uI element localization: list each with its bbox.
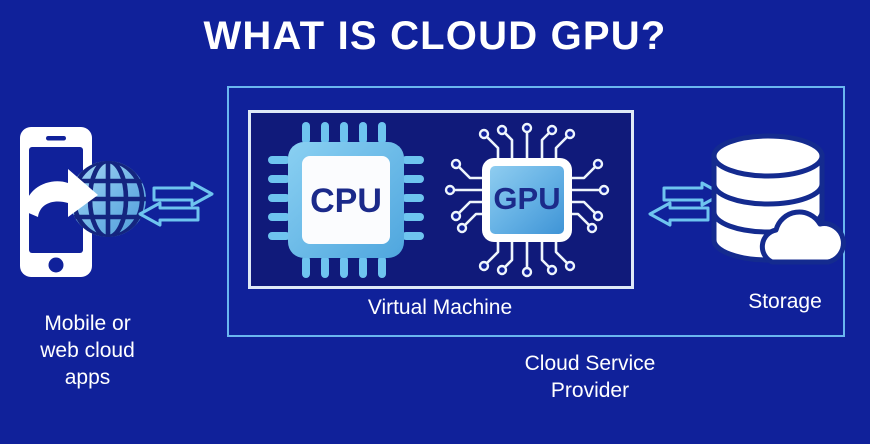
gpu-label: GPU (493, 181, 560, 216)
cloud-icon (759, 209, 846, 265)
bidirectional-arrow-icon (138, 181, 214, 227)
storage-icon-group (706, 130, 846, 280)
cloud-service-provider-label: Cloud Service Provider (524, 352, 656, 402)
cpu-label: CPU (310, 182, 382, 220)
curved-arrow-icon (24, 169, 98, 217)
page-title: WHAT IS CLOUD GPU? (203, 14, 667, 58)
virtual-machine-label: Virtual Machine (367, 296, 513, 319)
storage-label: Storage (748, 290, 822, 313)
gpu-chip-icon: GPU (444, 122, 610, 278)
arrow-client-to-provider (138, 181, 214, 228)
smartphone-icon (20, 127, 92, 277)
client-label: Mobile or web cloud apps (40, 312, 135, 389)
cpu-chip: CPU (268, 122, 424, 278)
gpu-chip: GPU (436, 118, 618, 282)
client-device-group (16, 125, 156, 280)
cloud-service-provider-frame (227, 86, 845, 337)
cpu-chip-icon: CPU (268, 122, 424, 278)
